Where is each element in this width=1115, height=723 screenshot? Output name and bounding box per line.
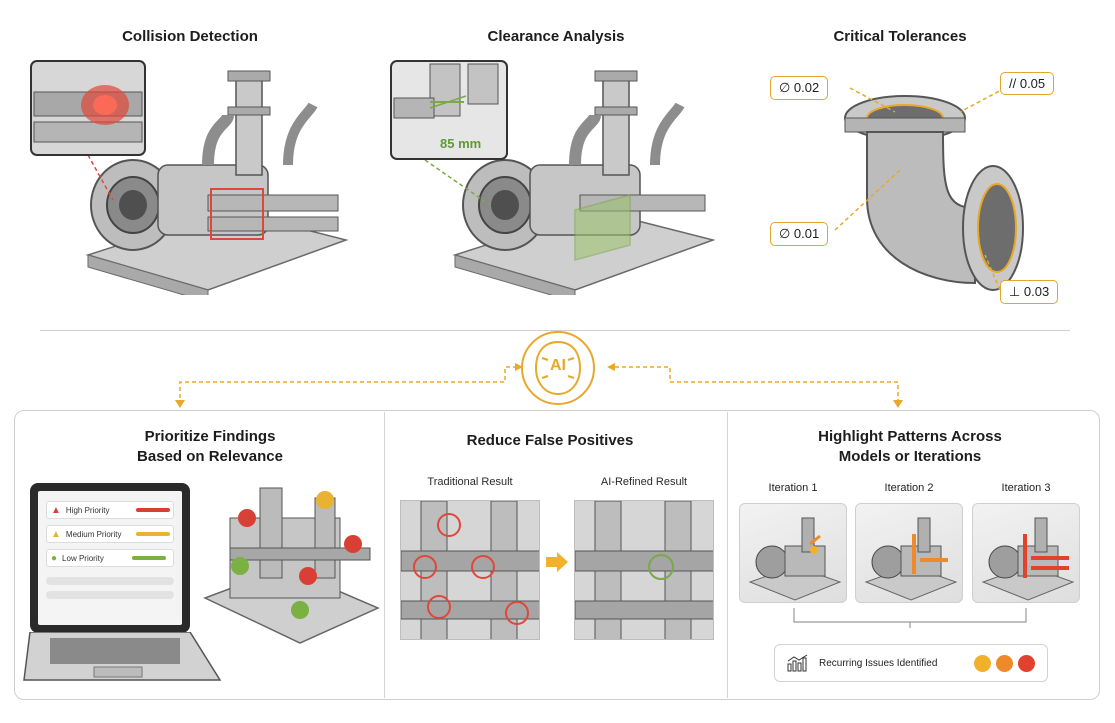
priority-bar-low: [132, 556, 167, 560]
collision-zoom-inset: [30, 60, 146, 156]
priority-row-low: ● Low Priority: [46, 549, 174, 567]
issue-dot-yellow: [974, 654, 991, 672]
iteration-3-thumbnail[interactable]: [972, 503, 1080, 603]
panel-divider-2: [727, 412, 728, 698]
warning-triangle-icon: ▲: [51, 504, 61, 516]
ai-connector-lines: [175, 363, 903, 408]
warning-triangle-icon: ▲: [51, 528, 61, 540]
patterns-title-line1: Highlight Patterns Across: [818, 428, 1002, 445]
laptop-keyboard: [23, 632, 222, 681]
iteration-2-label: Iteration 2: [884, 482, 934, 494]
iteration-2-thumbnail[interactable]: [855, 503, 963, 603]
info-circle-icon: ●: [51, 552, 58, 564]
patterns-title-line2: Models or Iterations: [838, 448, 982, 465]
issue-dot-red: [1018, 654, 1035, 672]
clearance-title: Clearance Analysis: [487, 28, 625, 45]
clearance-pump-illustration: [424, 70, 715, 295]
iteration-bracket: [793, 608, 1027, 628]
bar-chart-icon: [787, 654, 808, 672]
issue-dot-orange: [996, 654, 1013, 672]
recurring-issues-summary: Recurring Issues Identified: [774, 644, 1048, 682]
iteration-1-thumbnail[interactable]: [739, 503, 847, 603]
section-divider: [40, 330, 1070, 331]
tolerance-leaders: [834, 87, 1006, 291]
prioritize-title-line2: Based on Relevance: [137, 448, 283, 465]
tolerances-title: Critical Tolerances: [833, 28, 967, 45]
priority-list-panel: ▲ High Priority ▲ Medium Priority ● Low …: [38, 491, 182, 625]
pump-priority-illustration: [203, 487, 380, 644]
laptop-screen: ▲ High Priority ▲ Medium Priority ● Low …: [30, 483, 190, 633]
collision-title: Collision Detection: [122, 28, 258, 45]
prioritize-title-line1: Prioritize Findings: [144, 428, 276, 445]
priority-bar-high: [135, 508, 170, 512]
priority-label: Medium Priority: [65, 529, 122, 539]
arrow-right-icon: [546, 552, 568, 572]
recurring-issues-label: Recurring Issues Identified: [819, 657, 938, 669]
ai-brain-icon: [521, 331, 595, 405]
priority-bar-medium: [135, 532, 170, 536]
priority-row-medium: ▲ Medium Priority: [46, 525, 174, 543]
tolerance-diameter-mid: ∅ 0.01: [770, 222, 829, 246]
priority-label: Low Priority: [62, 553, 104, 563]
iteration-3-label: Iteration 3: [1001, 482, 1051, 494]
tolerance-perpendicular: ⊥ 0.03: [1000, 280, 1059, 304]
clearance-zoom-inset: [390, 60, 508, 160]
priority-label: High Priority: [65, 505, 110, 515]
panel-divider-1: [384, 412, 385, 698]
traditional-result-image: [400, 500, 540, 640]
refined-result-label: AI-Refined Result: [600, 476, 688, 488]
placeholder-row: [46, 577, 174, 585]
iteration-1-label: Iteration 1: [768, 482, 818, 494]
refined-result-image: [574, 500, 714, 640]
clearance-measurement-label: 85 mm: [440, 136, 482, 151]
false-positives-title: Reduce False Positives: [466, 432, 634, 449]
ai-hub-label: AI: [550, 357, 566, 374]
traditional-result-label: Traditional Result: [427, 476, 513, 488]
placeholder-row: [46, 591, 174, 599]
tolerance-diameter-top: ∅ 0.02: [770, 76, 829, 100]
collision-pump-illustration: [85, 70, 348, 295]
priority-row-high: ▲ High Priority: [46, 501, 174, 519]
elbow-fitting-illustration: [844, 95, 1024, 291]
tolerance-parallel: // 0.05: [1000, 72, 1055, 95]
